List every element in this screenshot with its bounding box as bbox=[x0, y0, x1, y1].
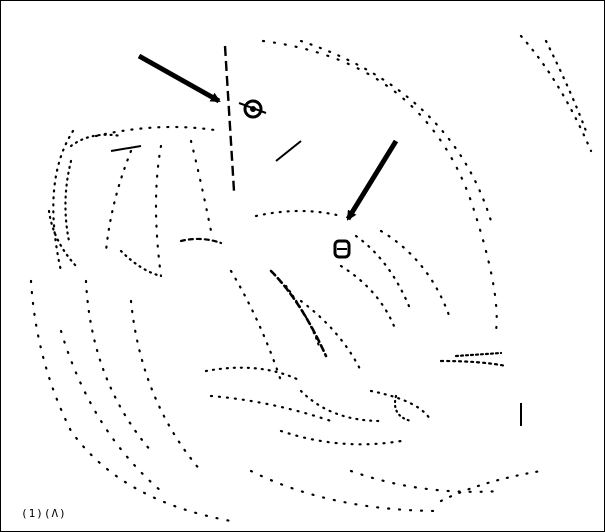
upper-marker bbox=[238, 99, 267, 119]
lower-marker bbox=[333, 239, 351, 259]
solid-marks bbox=[110, 140, 522, 426]
lower-arrow bbox=[345, 139, 399, 221]
dotted-arcs bbox=[29, 34, 593, 523]
corner-code: (1)(Λ) bbox=[21, 507, 67, 520]
vertical-dashed-line bbox=[223, 45, 236, 192]
upper-arrow bbox=[137, 53, 221, 104]
